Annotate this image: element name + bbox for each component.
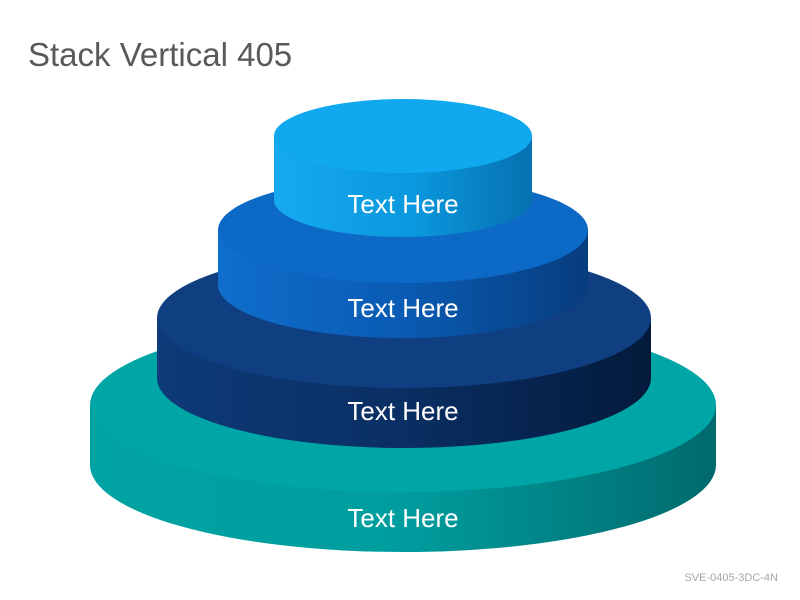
tier-4-label: Text Here xyxy=(347,503,458,533)
tier-1-label: Text Here xyxy=(347,189,458,219)
slide-title: Stack Vertical 405 xyxy=(28,36,293,73)
slide-code: SVE-0405-3DC-4N xyxy=(684,572,778,584)
tier-3-label: Text Here xyxy=(347,396,458,426)
tier-1 xyxy=(274,99,532,237)
tier-2-label: Text Here xyxy=(347,293,458,323)
tier-1-top xyxy=(274,99,532,173)
